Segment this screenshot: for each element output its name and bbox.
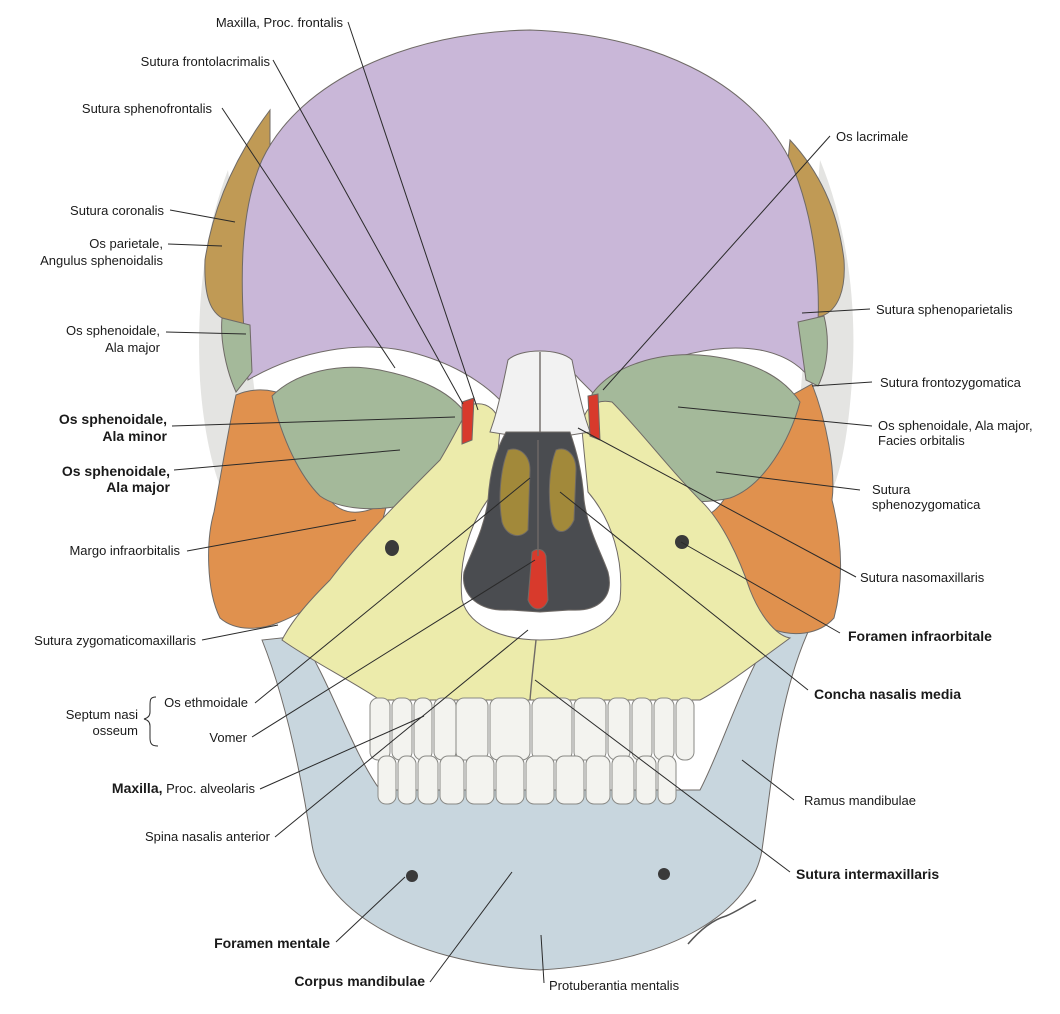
upper-tooth — [607, 697, 631, 761]
septum-vomer — [527, 548, 549, 610]
upper-tooth — [413, 697, 433, 761]
upper-tooth — [631, 697, 653, 761]
label-os-sphenoidale-ala-minor-line2: Ala minor — [102, 428, 167, 444]
leader-lines — [143, 21, 873, 984]
lower-tooth — [495, 755, 525, 805]
label-facies-orbitalis-line2: Facies orbitalis — [878, 433, 965, 448]
foramen-infraorbitale-left — [385, 540, 399, 556]
label-proc-alveolaris: Proc. alveolaris — [163, 781, 256, 796]
label-os-sphenoidale-ala-major-bold-line1: Os sphenoidale, — [62, 463, 170, 479]
label-corpus-mandibulae: Corpus mandibulae — [294, 973, 425, 989]
label-septum-nasi-line1: Septum nasi — [66, 707, 138, 722]
lower-tooth — [611, 755, 635, 805]
intermaxillary-suture-line — [529, 639, 537, 701]
upper-tooth — [433, 697, 457, 761]
sphenoid-temple-left — [221, 317, 253, 393]
artist-signature — [687, 899, 757, 945]
frontal-bone — [241, 29, 819, 401]
upper-tooth — [531, 697, 573, 761]
label-sutura-sphenozygomatica-line1: Sutura — [872, 482, 911, 497]
label-sutura-nasomaxillaris: Sutura nasomaxillaris — [860, 570, 985, 585]
label-spina-nasalis-anterior: Spina nasalis anterior — [145, 829, 271, 844]
lower-tooth — [585, 755, 611, 805]
label-os-lacrimale: Os lacrimale — [836, 129, 908, 144]
upper-tooth — [573, 697, 607, 761]
maxilla-bone — [281, 400, 792, 701]
label-vomer: Vomer — [209, 730, 247, 745]
label-os-ethmoidale: Os ethmoidale — [164, 695, 248, 710]
label-margo-infraorbitalis: Margo infraorbitalis — [69, 543, 180, 558]
concha-right — [548, 448, 577, 532]
label-sutura-zygomaticomaxillaris: Sutura zygomaticomaxillaris — [34, 633, 196, 648]
label-ramus-mandibulae: Ramus mandibulae — [804, 793, 916, 808]
label-os-parietale-line1: Os parietale, — [89, 236, 163, 251]
lacrimal-left — [461, 397, 475, 445]
label-sutura-coronalis: Sutura coronalis — [70, 203, 164, 218]
labels: Maxilla, Proc. frontalis Sutura frontola… — [34, 15, 1033, 993]
label-sutura-sphenofrontalis: Sutura sphenofrontalis — [82, 101, 213, 116]
label-sutura-frontolacrimalis: Sutura frontolacrimalis — [141, 54, 271, 69]
label-maxilla-bold: Maxilla, — [112, 780, 163, 796]
lower-tooth — [525, 755, 555, 805]
foramen-mentale-left — [406, 870, 418, 882]
upper-tooth — [675, 697, 695, 761]
lower-tooth — [555, 755, 585, 805]
label-protuberantia-mentalis: Protuberantia mentalis — [549, 978, 680, 993]
label-maxilla-proc-alveolaris: Maxilla, Proc. alveolaris — [112, 780, 256, 796]
lower-tooth — [635, 755, 657, 805]
lower-tooth — [465, 755, 495, 805]
lower-teeth — [377, 755, 677, 805]
upper-teeth — [369, 697, 695, 761]
label-sutura-intermaxillaris: Sutura intermaxillaris — [796, 866, 939, 882]
label-sutura-sphenozygomatica-line2: sphenozygomatica — [872, 497, 981, 512]
label-concha-nasalis-media: Concha nasalis media — [814, 686, 961, 702]
foramen-mentale-right — [658, 868, 670, 880]
label-os-sphenoidale-ala-major-bold-line2: Ala major — [106, 479, 170, 495]
upper-tooth — [489, 697, 531, 761]
label-sutura-sphenoparietalis: Sutura sphenoparietalis — [876, 302, 1013, 317]
skull-illustration — [199, 29, 854, 971]
lower-tooth — [397, 755, 417, 805]
label-maxilla-proc-frontalis: Maxilla, Proc. frontalis — [216, 15, 344, 30]
upper-tooth — [455, 697, 489, 761]
label-septum-nasi-line2: osseum — [92, 723, 138, 738]
label-os-sphenoidale-ala-major-line1: Os sphenoidale, — [66, 323, 160, 338]
lower-tooth — [439, 755, 465, 805]
label-os-sphenoidale-ala-minor-line1: Os sphenoidale, — [59, 411, 167, 427]
label-foramen-infraorbitale: Foramen infraorbitale — [848, 628, 992, 644]
label-sutura-frontozygomatica: Sutura frontozygomatica — [880, 375, 1022, 390]
concha-left — [499, 448, 531, 537]
lower-tooth — [417, 755, 439, 805]
label-os-sphenoidale-ala-major-line2: Ala major — [105, 340, 161, 355]
upper-tooth — [653, 697, 675, 761]
label-foramen-mentale: Foramen mentale — [214, 935, 330, 951]
lacrimal-right — [587, 393, 601, 441]
lower-tooth — [377, 755, 397, 805]
label-os-parietale-line2: Angulus sphenoidalis — [40, 253, 163, 268]
label-facies-orbitalis-line1: Os sphenoidale, Ala major, — [878, 418, 1033, 433]
